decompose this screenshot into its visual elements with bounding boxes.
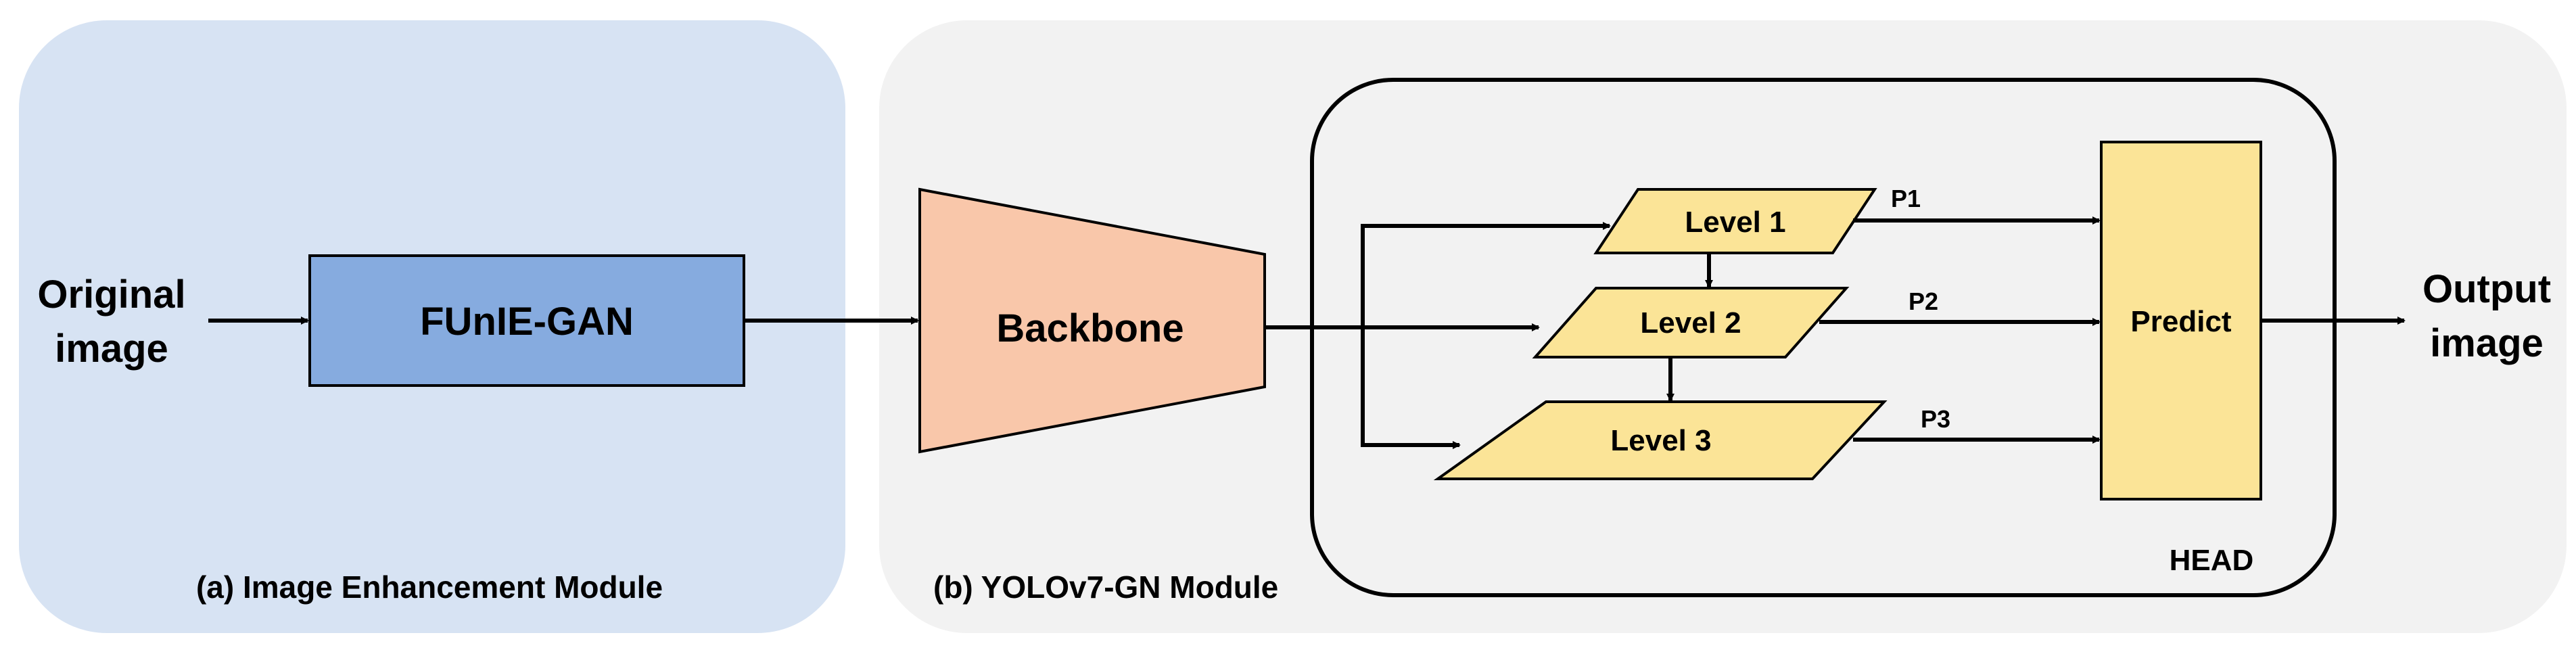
funie-gan-block (308, 254, 745, 387)
level-2-block (1532, 287, 1850, 358)
module-b-caption: (b) YOLOv7-GN Module (933, 569, 1278, 605)
level-1-block (1593, 188, 1877, 254)
input-label-line2: image (55, 327, 168, 371)
level-3-label: Level 3 (1610, 424, 1711, 457)
backbone-block (918, 187, 1266, 454)
level-3-block (1433, 400, 1888, 480)
output-label-line2: image (2430, 321, 2544, 365)
p2-label: P2 (1908, 287, 1938, 315)
head-label: HEAD (2170, 544, 2254, 577)
branch-to-level1 (1361, 222, 1611, 327)
level-2-label: Level 2 (1640, 306, 1741, 340)
p1-label: P1 (1891, 185, 1921, 212)
p3-label: P3 (1921, 405, 1950, 433)
input-label-line1: Original (37, 273, 185, 317)
predict-block (2100, 141, 2262, 500)
funie-gan-label: FUnIE-GAN (420, 300, 634, 344)
output-label-line1: Output (2422, 267, 2551, 311)
module-a-caption: (a) Image Enhancement Module (196, 569, 663, 605)
branch-to-level3 (1361, 327, 1461, 449)
head-container (1310, 78, 2337, 597)
level-1-label: Level 1 (1685, 206, 1785, 239)
backbone-label: Backbone (996, 306, 1184, 350)
predict-label: Predict (2130, 305, 2232, 338)
